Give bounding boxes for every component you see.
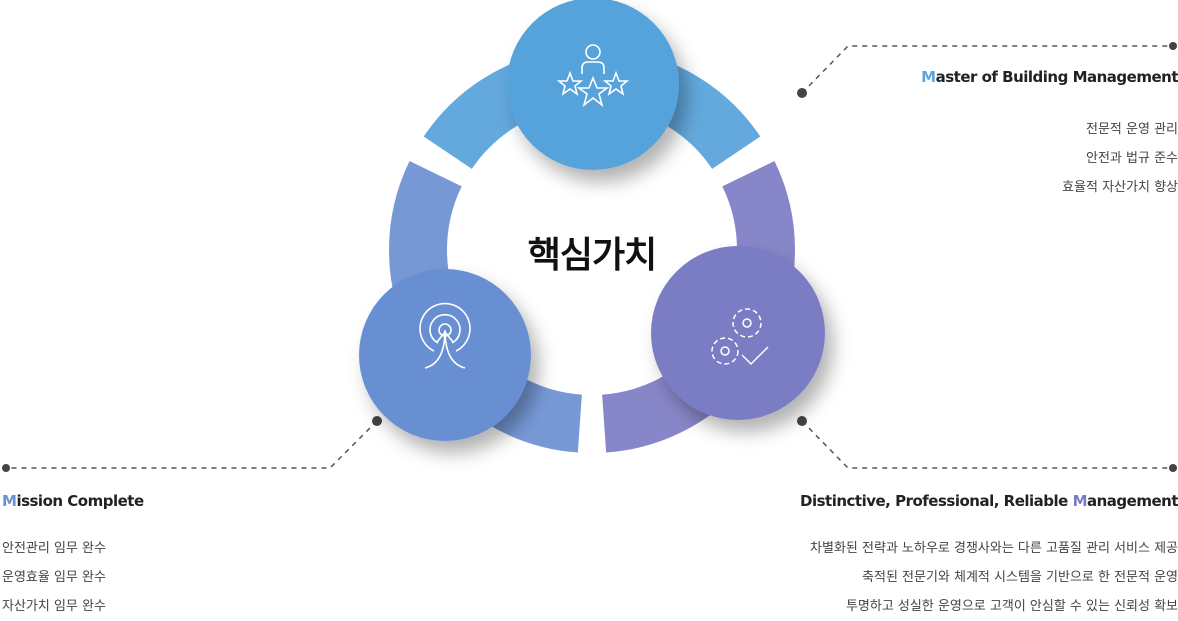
connector-dot (1169, 42, 1177, 50)
connector-dot (1169, 464, 1177, 472)
connector-dot (797, 416, 807, 426)
connector-dot (2, 464, 10, 472)
connector-dot (797, 88, 807, 98)
section-title-mission: Mission Complete (2, 492, 144, 510)
section-title-dpr: Distinctive, Professional, Reliable Mana… (800, 492, 1178, 510)
connector-dot (372, 416, 382, 426)
connector-lines (6, 45, 1172, 469)
target-arrow-icon (419, 302, 471, 369)
top-value-circle (507, 0, 679, 170)
left-value-circle (359, 269, 531, 441)
section-title-master: Master of Building Management (921, 68, 1178, 86)
person-stars-icon (556, 44, 630, 108)
center-title: 핵심가치 (527, 235, 657, 276)
gears-check-icon (711, 308, 769, 366)
